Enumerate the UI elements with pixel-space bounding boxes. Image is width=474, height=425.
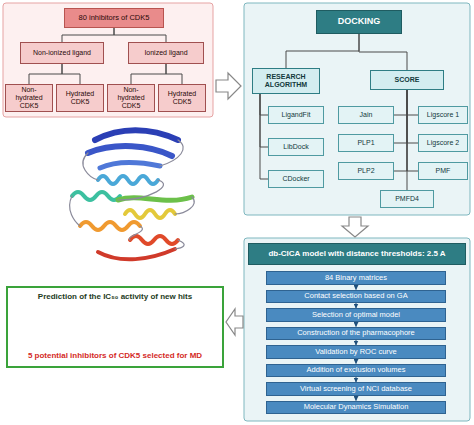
receptor-box: Hydrated CDK5 <box>56 84 104 112</box>
node-text: LigandFit <box>282 111 311 119</box>
node-text: Molecular Dynamics Simulation <box>304 403 409 411</box>
node-text: PMF <box>436 167 451 175</box>
node-text: LibDock <box>283 143 308 151</box>
category-box: SCORE <box>370 70 444 90</box>
node-text: Jain <box>360 111 373 119</box>
ligand-box: Non-ionized ligand <box>20 42 104 64</box>
score-box: PMF <box>418 162 468 180</box>
node-text: Ligscore 1 <box>427 111 459 119</box>
flow-arrow <box>342 217 368 237</box>
tree-connector <box>359 34 407 70</box>
input-panel <box>3 3 213 117</box>
ligand-box: Ionized ligand <box>128 42 204 64</box>
node-text: Construction of the pharmacophore <box>297 329 415 337</box>
node-text: Non-hydrated CDK5 <box>9 86 49 109</box>
flow-arrow <box>226 309 243 335</box>
step-box: Addition of exclusion volumes <box>266 364 446 378</box>
helix <box>72 192 120 200</box>
node-text: CDocker <box>282 175 309 183</box>
heading-box: DOCKING <box>316 10 402 34</box>
node-text: Ionized ligand <box>144 49 187 57</box>
step-box: Contact selection based on GA <box>266 290 446 304</box>
tree-connector <box>62 28 114 42</box>
step-box: Molecular Dynamics Simulation <box>266 401 446 415</box>
node-text: SCORE <box>395 76 420 84</box>
tree-connector <box>407 90 418 143</box>
node-text: Prediction of the IC₅₀ activity of new h… <box>38 293 192 302</box>
receptor-box: Non-hydrated CDK5 <box>5 84 53 112</box>
model-panel <box>244 238 470 421</box>
node-text: Addition of exclusion volumes <box>307 366 406 374</box>
node-text: PLP2 <box>357 167 374 175</box>
beta-strand <box>95 130 178 140</box>
node-text: 84 Binary matrices <box>325 274 387 282</box>
tree-connector <box>260 94 268 179</box>
node-text: Selection of optimal model <box>312 311 400 319</box>
tree-connector <box>131 64 166 84</box>
node-text: Hydrated CDK5 <box>60 90 100 105</box>
flow-arrow <box>216 73 241 99</box>
score-box: Ligscore 1 <box>418 106 468 124</box>
helix <box>98 176 158 184</box>
tree-connector <box>394 90 407 171</box>
model-header: db-CICA model with distance thresholds: … <box>248 243 466 265</box>
tree-connector <box>260 94 268 115</box>
node-text: Contact selection based on GA <box>304 292 407 300</box>
helix <box>125 210 175 218</box>
node-text: RESEARCH ALGORITHM <box>256 73 316 88</box>
step-box: 84 Binary matrices <box>266 271 446 285</box>
node-text: Virtual screening of NCI database <box>300 385 412 393</box>
tree-connector <box>166 64 182 84</box>
tree-connector <box>62 64 80 84</box>
helix <box>130 236 178 244</box>
score-box: PLP2 <box>338 162 394 180</box>
tree-connector <box>407 90 418 115</box>
tree-connector <box>407 90 408 190</box>
node-text: Non-ionized ligand <box>33 49 91 57</box>
step-box: Selection of optimal model <box>266 308 446 322</box>
node-text: PLP1 <box>357 139 374 147</box>
tree-connector <box>394 90 407 115</box>
tree-connector <box>114 28 166 42</box>
method-box: LibDock <box>268 138 324 156</box>
score-box: Jain <box>338 106 394 124</box>
score-box: Ligscore 2 <box>418 134 468 152</box>
method-box: LigandFit <box>268 106 324 124</box>
node-text: DOCKING <box>338 17 381 27</box>
node-text: Hydrated CDK5 <box>162 90 202 105</box>
category-box: RESEARCH ALGORITHM <box>252 68 320 94</box>
tree-connector <box>286 34 359 68</box>
tree-connector <box>407 90 418 171</box>
source-box: 80 inhibitors of CDK5 <box>64 8 164 28</box>
helix <box>80 222 140 230</box>
node-text: Ligscore 2 <box>427 139 459 147</box>
node-text: Non-hydrated CDK5 <box>111 86 151 109</box>
tree-connector <box>29 64 62 84</box>
score-box: PLP1 <box>338 134 394 152</box>
receptor-box: Non-hydrated CDK5 <box>107 84 155 112</box>
step-box: Construction of the pharmacophore <box>266 327 446 341</box>
docking-panel <box>244 3 470 215</box>
receptor-box: Hydrated CDK5 <box>158 84 206 112</box>
node-text: Validation by ROC curve <box>315 348 397 356</box>
node-text: db-CICA model with distance thresholds: … <box>268 250 445 259</box>
node-text: PMFD4 <box>395 195 419 203</box>
score-box: PMFD4 <box>380 190 434 208</box>
beta-strand <box>88 146 172 156</box>
method-box: CDocker <box>268 170 324 188</box>
step-box: Validation by ROC curve <box>266 345 446 359</box>
node-text: 5 potential inhibitors of CDK5 selected … <box>28 352 202 361</box>
tree-connector <box>394 90 407 143</box>
beta-strand <box>100 163 160 169</box>
coil <box>98 249 175 259</box>
result-box: Prediction of the IC₅₀ activity of new h… <box>6 286 224 368</box>
loop <box>70 140 195 249</box>
protein-ribbon <box>70 130 195 259</box>
tree-connector <box>260 94 268 147</box>
step-box: Virtual screening of NCI database <box>266 382 446 396</box>
node-text: 80 inhibitors of CDK5 <box>79 14 150 22</box>
